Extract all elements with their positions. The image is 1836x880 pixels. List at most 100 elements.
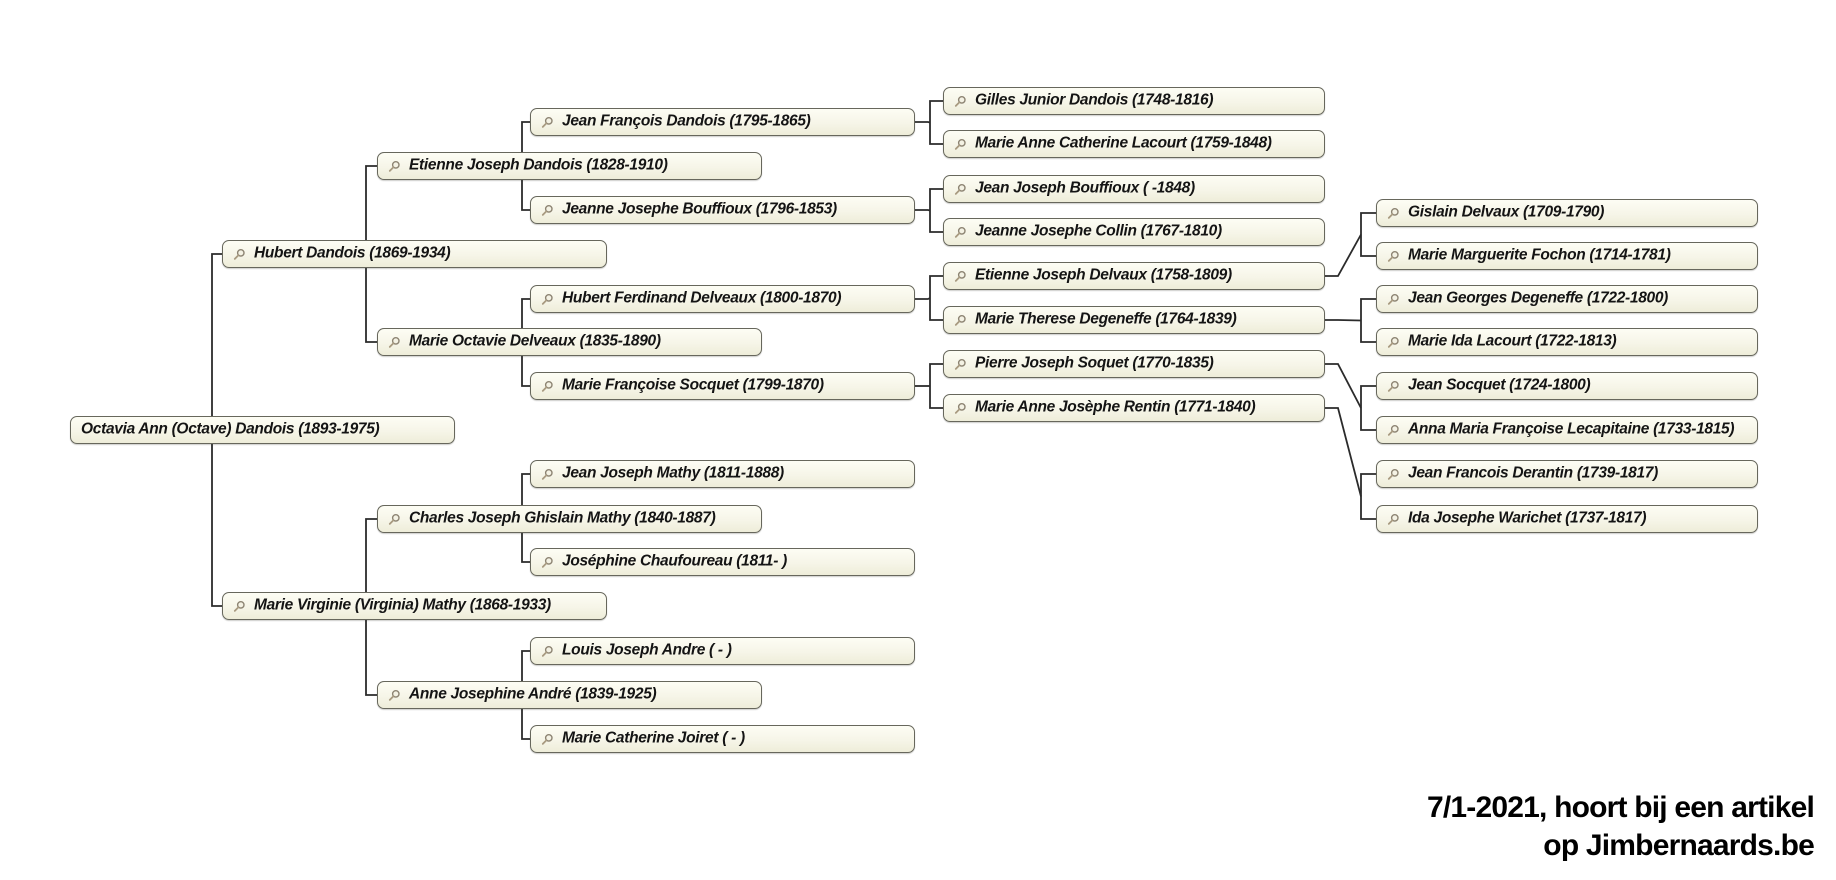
person-label: Marie Ida Lacourt (1722-1813) — [1408, 332, 1617, 350]
person-box-marie-socquet[interactable]: Marie Françoise Socquet (1799-1870) — [530, 372, 915, 400]
magnifier-icon — [1387, 250, 1400, 263]
magnifier-icon — [954, 358, 967, 371]
person-label: Jean François Dandois (1795-1865) — [562, 112, 811, 130]
magnifier-icon — [388, 513, 401, 526]
person-label: Jeanne Josephe Bouffioux (1796-1853) — [562, 200, 837, 218]
magnifier-icon — [541, 380, 554, 393]
person-label: Marie Marguerite Fochon (1714-1781) — [1408, 246, 1671, 264]
person-box-hubert[interactable]: Hubert Dandois (1869-1934) — [222, 240, 607, 268]
connector — [1325, 234, 1362, 277]
magnifier-icon — [954, 270, 967, 283]
person-box-marie-ida-lacourt[interactable]: Marie Ida Lacourt (1722-1813) — [1376, 328, 1758, 356]
person-box-charles-mathy[interactable]: Charles Joseph Ghislain Mathy (1840-1887… — [377, 505, 762, 533]
person-box-anne-andre[interactable]: Anne Josephine André (1839-1925) — [377, 681, 762, 709]
magnifier-icon — [541, 293, 554, 306]
caption-line-2: op Jimbernaards.be — [1543, 829, 1815, 862]
person-box-jean-francois-dandois[interactable]: Jean François Dandois (1795-1865) — [530, 108, 915, 136]
person-label: Louis Joseph Andre ( - ) — [562, 641, 732, 659]
person-box-jean-degeneffe[interactable]: Jean Georges Degeneffe (1722-1800) — [1376, 285, 1758, 313]
person-box-marie-degeneffe[interactable]: Marie Therese Degeneffe (1764-1839) — [943, 306, 1325, 334]
person-box-marie-rentin[interactable]: Marie Anne Josèphe Rentin (1771-1840) — [943, 394, 1325, 422]
person-label: Etienne Joseph Delvaux (1758-1809) — [975, 266, 1232, 284]
magnifier-icon — [541, 556, 554, 569]
person-box-anna-lecapitaine[interactable]: Anna Maria Françoise Lecapitaine (1733-1… — [1376, 416, 1758, 444]
person-label: Marie Therese Degeneffe (1764-1839) — [975, 310, 1237, 328]
person-box-octavia[interactable]: Octavia Ann (Octave) Dandois (1893-1975) — [70, 416, 455, 444]
magnifier-icon — [954, 95, 967, 108]
person-label: Etienne Joseph Dandois (1828-1910) — [409, 156, 668, 174]
connector — [1325, 407, 1362, 497]
person-box-jean-bouffioux[interactable]: Jean Joseph Bouffioux ( -1848) — [943, 175, 1325, 203]
person-label: Marie Anne Josèphe Rentin (1771-1840) — [975, 398, 1256, 416]
person-box-marie-octavie[interactable]: Marie Octavie Delveaux (1835-1890) — [377, 328, 762, 356]
connector — [915, 121, 931, 124]
connector — [1360, 298, 1376, 343]
magnifier-icon — [954, 314, 967, 327]
magnifier-icon — [388, 336, 401, 349]
connector — [929, 363, 943, 409]
magnifier-icon — [541, 645, 554, 658]
person-label: Pierre Joseph Soquet (1770-1835) — [975, 354, 1214, 372]
person-box-jeanne-bouffioux[interactable]: Jeanne Josephe Bouffioux (1796-1853) — [530, 196, 915, 224]
connector — [929, 100, 943, 145]
person-label: Jeanne Josephe Collin (1767-1810) — [975, 222, 1222, 240]
person-box-hubert-delveaux[interactable]: Hubert Ferdinand Delveaux (1800-1870) — [530, 285, 915, 313]
person-label: Joséphine Chaufoureau (1811- ) — [562, 552, 787, 570]
person-label: Marie Françoise Socquet (1799-1870) — [562, 376, 824, 394]
person-label: Charles Joseph Ghislain Mathy (1840-1887… — [409, 509, 716, 527]
person-label: Hubert Ferdinand Delveaux (1800-1870) — [562, 289, 842, 307]
diagram-caption: 7/1-2021, hoort bij een artikel op Jimbe… — [1426, 789, 1815, 865]
person-label: Octavia Ann (Octave) Dandois (1893-1975) — [81, 420, 380, 438]
magnifier-icon — [541, 468, 554, 481]
connector — [915, 297, 931, 300]
person-label: Gilles Junior Dandois (1748-1816) — [975, 91, 1214, 109]
magnifier-icon — [1387, 336, 1400, 349]
magnifier-icon — [1387, 293, 1400, 306]
person-box-jeanne-collin[interactable]: Jeanne Josephe Collin (1767-1810) — [943, 218, 1325, 246]
person-box-pierre-soquet[interactable]: Pierre Joseph Soquet (1770-1835) — [943, 350, 1325, 378]
person-box-etienne-delvaux[interactable]: Etienne Joseph Delvaux (1758-1809) — [943, 262, 1325, 290]
person-label: Anna Maria Françoise Lecapitaine (1733-1… — [1408, 420, 1735, 438]
person-box-gislain-delvaux[interactable]: Gislain Delvaux (1709-1790) — [1376, 199, 1758, 227]
connector — [915, 209, 931, 212]
person-box-etienne-dandois[interactable]: Etienne Joseph Dandois (1828-1910) — [377, 152, 762, 180]
person-box-jean-mathy[interactable]: Jean Joseph Mathy (1811-1888) — [530, 460, 915, 488]
magnifier-icon — [233, 248, 246, 261]
person-box-jean-derantin[interactable]: Jean Francois Derantin (1739-1817) — [1376, 460, 1758, 488]
magnifier-icon — [1387, 207, 1400, 220]
person-label: Jean Georges Degeneffe (1722-1800) — [1408, 289, 1669, 307]
magnifier-icon — [1387, 513, 1400, 526]
person-label: Jean Joseph Bouffioux ( -1848) — [975, 179, 1195, 197]
person-box-marie-joiret[interactable]: Marie Catherine Joiret ( - ) — [530, 725, 915, 753]
connector — [929, 188, 943, 233]
magnifier-icon — [1387, 380, 1400, 393]
connector — [1360, 212, 1376, 257]
person-label: Jean Joseph Mathy (1811-1888) — [562, 464, 784, 482]
person-box-marie-virginie[interactable]: Marie Virginie (Virginia) Mathy (1868-19… — [222, 592, 607, 620]
person-label: Marie Octavie Delveaux (1835-1890) — [409, 332, 661, 350]
person-box-marie-fochon[interactable]: Marie Marguerite Fochon (1714-1781) — [1376, 242, 1758, 270]
magnifier-icon — [954, 402, 967, 415]
person-box-gilles[interactable]: Gilles Junior Dandois (1748-1816) — [943, 87, 1325, 115]
person-label: Anne Josephine André (1839-1925) — [409, 685, 657, 703]
connector — [1325, 319, 1362, 322]
person-box-jean-socquet[interactable]: Jean Socquet (1724-1800) — [1376, 372, 1758, 400]
person-box-ida-warichet[interactable]: Ida Josephe Warichet (1737-1817) — [1376, 505, 1758, 533]
magnifier-icon — [233, 600, 246, 613]
person-label: Ida Josephe Warichet (1737-1817) — [1408, 509, 1647, 527]
magnifier-icon — [1387, 468, 1400, 481]
magnifier-icon — [954, 138, 967, 151]
person-label: Hubert Dandois (1869-1934) — [254, 244, 451, 262]
connector — [1360, 473, 1376, 520]
connector — [1360, 385, 1376, 431]
caption-line-1: 7/1-2021, hoort bij een artikel — [1426, 791, 1815, 824]
person-box-marie-lacourt[interactable]: Marie Anne Catherine Lacourt (1759-1848) — [943, 130, 1325, 158]
person-box-josephine-chaufoureau[interactable]: Joséphine Chaufoureau (1811- ) — [530, 548, 915, 576]
person-label: Marie Virginie (Virginia) Mathy (1868-19… — [254, 596, 551, 614]
person-label: Jean Francois Derantin (1739-1817) — [1408, 464, 1658, 482]
person-box-louis-andre[interactable]: Louis Joseph Andre ( - ) — [530, 637, 915, 665]
magnifier-icon — [1387, 424, 1400, 437]
person-label: Marie Catherine Joiret ( - ) — [562, 729, 745, 747]
